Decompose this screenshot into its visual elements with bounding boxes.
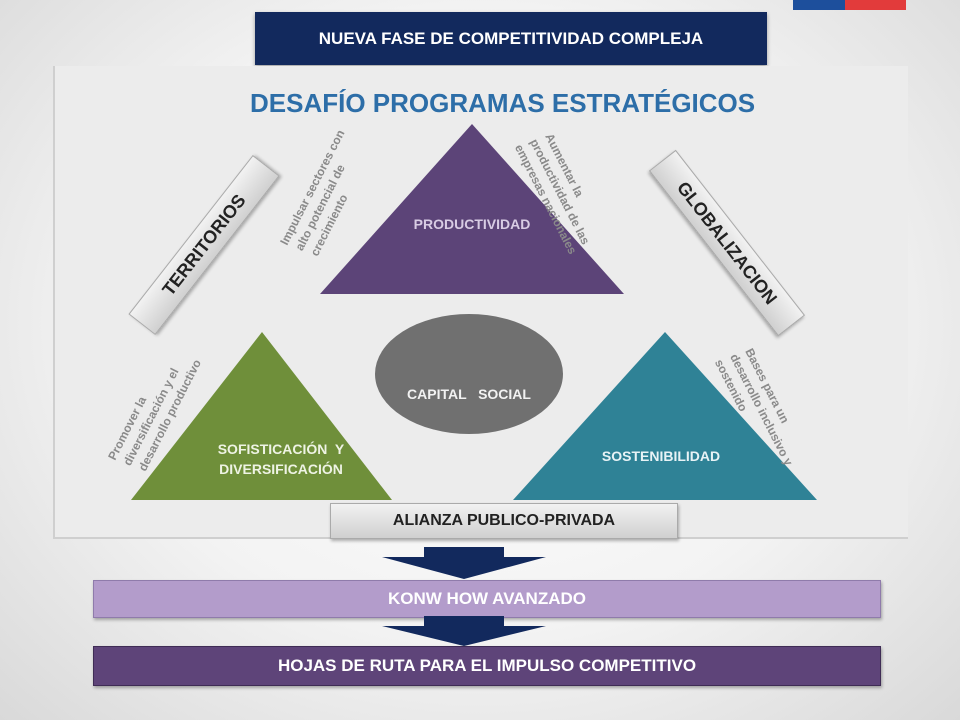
- triangle-sofisticacion: [131, 332, 392, 500]
- ellipse-capital-social: [375, 314, 563, 434]
- diagram-title: DESAFÍO PROGRAMAS ESTRATÉGICOS: [250, 88, 755, 118]
- label-capital-social: CAPITAL SOCIAL: [407, 386, 531, 402]
- step-hojas-de-ruta: HOJAS DE RUTA PARA EL IMPULSO COMPETITIV…: [93, 646, 881, 686]
- label-sofisticacion-2: DIVERSIFICACIÓN: [219, 460, 343, 477]
- triangle-sostenibilidad: [513, 332, 817, 500]
- label-sofisticacion-1: SOFISTICACIÓN Y: [218, 440, 345, 457]
- flag-red: [845, 0, 906, 10]
- down-arrow-icon: [382, 547, 546, 579]
- diagram-svg: DESAFÍO PROGRAMAS ESTRATÉGICOS PRODUCTIV…: [105, 88, 817, 500]
- header-title: NUEVA FASE DE COMPETITIVIDAD COMPLEJA: [255, 12, 767, 65]
- flag-blue: [793, 0, 845, 10]
- label-productividad: PRODUCTIVIDAD: [414, 216, 531, 232]
- flag-stripe: [793, 0, 906, 10]
- label-sostenibilidad: SOSTENIBILIDAD: [602, 448, 720, 464]
- label-alianza: ALIANZA PUBLICO-PRIVADA: [330, 503, 678, 539]
- step-knowhow: KONW HOW AVANZADO: [93, 580, 881, 618]
- down-arrow-icon-2: [382, 616, 546, 646]
- triangle-productividad: [320, 124, 624, 294]
